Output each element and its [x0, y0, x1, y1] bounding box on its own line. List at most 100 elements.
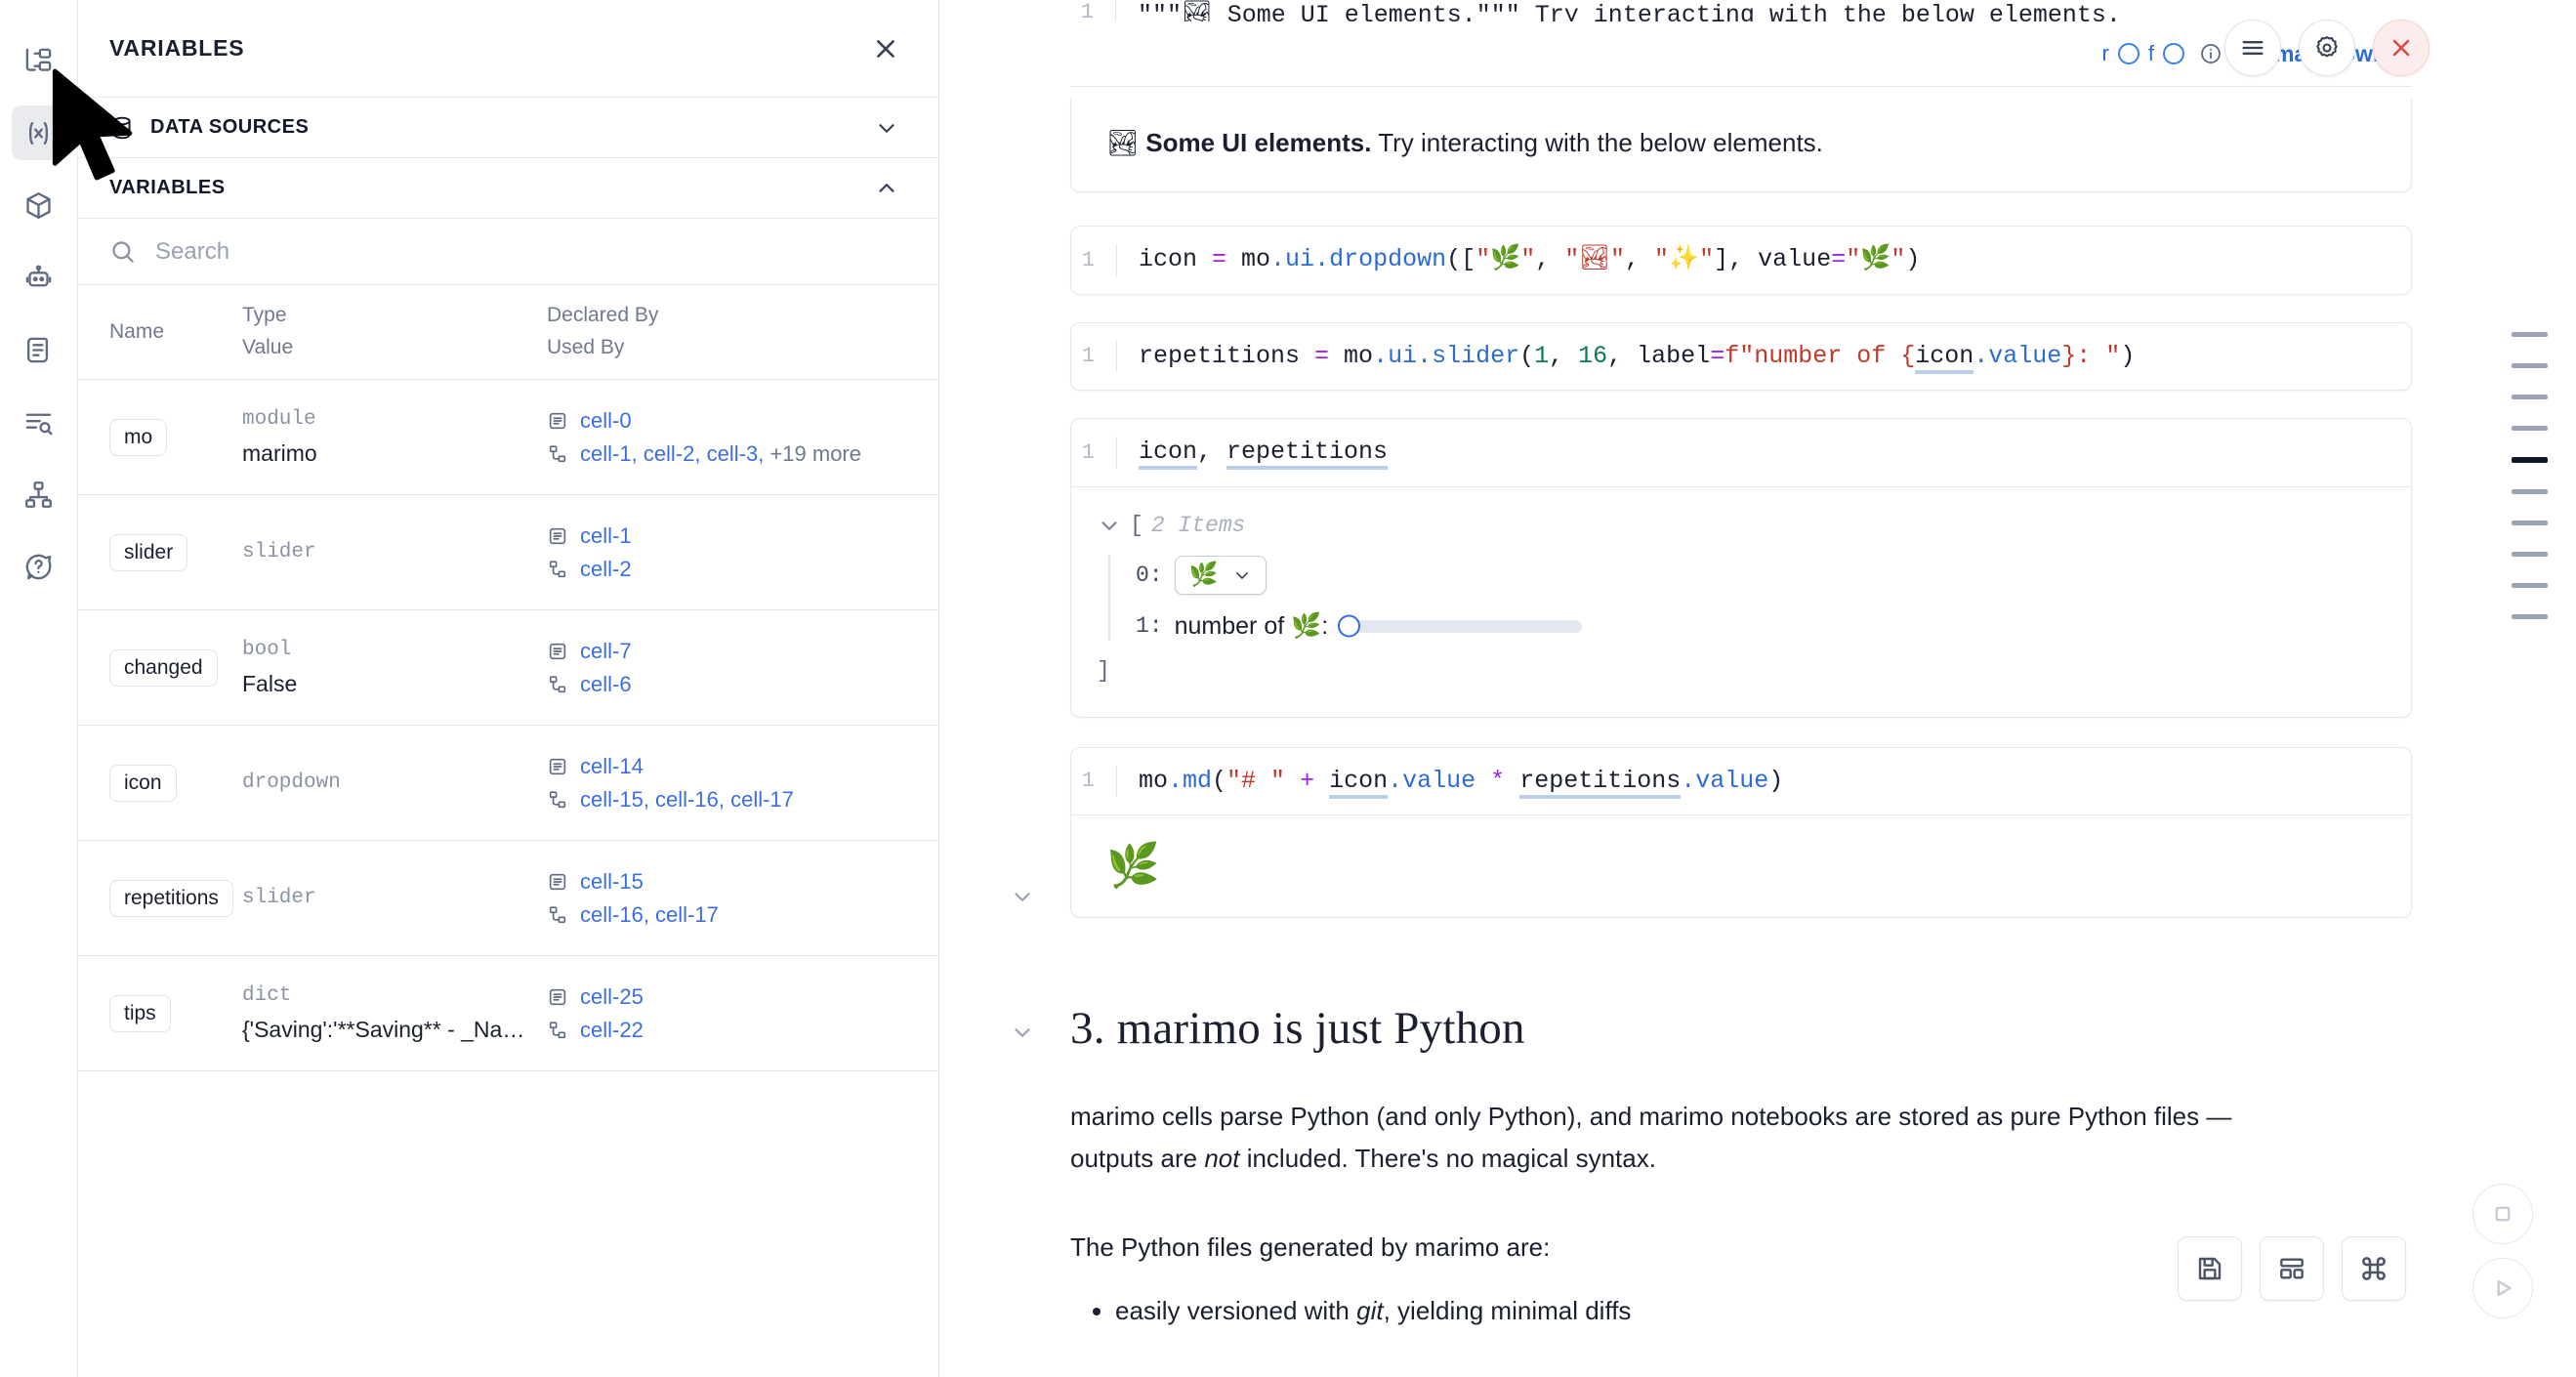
variable-name-badge[interactable]: slider: [109, 533, 188, 571]
layout-button[interactable]: [2260, 1236, 2324, 1301]
chevron-down-icon[interactable]: [874, 115, 899, 141]
cell-link[interactable]: cell-0: [580, 407, 632, 433]
code-text: icon = mo.ui.dropdown(["🌿", "🏞", "✨"], v…: [1116, 244, 2411, 276]
variable-name-badge[interactable]: mo: [109, 418, 168, 456]
chat-bot-icon[interactable]: [12, 250, 66, 305]
section-header-data-sources[interactable]: DATA SOURCES: [78, 98, 938, 158]
cell-markdown-source: 1 """🏞 Some UI elements.""" Try interact…: [1070, 0, 2412, 87]
variables-icon[interactable]: [11, 105, 66, 160]
gear-icon[interactable]: [2299, 20, 2355, 76]
cell-link[interactable]: cell-6: [580, 671, 632, 696]
section-paragraph-2: The Python files generated by marimo are…: [1070, 1231, 1551, 1262]
cell-link[interactable]: cell-7: [580, 638, 632, 663]
minimap-bar[interactable]: [2511, 521, 2548, 525]
variable-name-badge[interactable]: repetitions: [109, 879, 233, 917]
cell-link[interactable]: cell-25: [580, 983, 644, 1009]
code-text: """🏞 Some UI elements.""" Try interactin…: [1115, 0, 2412, 21]
cell-declared-used: cell-7 cell-6: [547, 635, 938, 701]
close-icon[interactable]: [2373, 20, 2430, 76]
chevron-down-icon[interactable]: [1097, 513, 1122, 538]
minimap-bar[interactable]: [2511, 614, 2548, 619]
dependency-graph-icon[interactable]: [12, 467, 66, 522]
minimap-bar[interactable]: [2511, 457, 2548, 463]
run-on-change-toggle[interactable]: r f: [2102, 41, 2223, 66]
cell-link[interactable]: cell-16: [655, 786, 719, 812]
variable-name-badge[interactable]: tips: [109, 994, 171, 1032]
outline-search-icon[interactable]: [12, 395, 66, 449]
variable-name-badge[interactable]: changed: [109, 648, 218, 687]
cell-slider-definition[interactable]: 1 repetitions = mo.ui.slider(1, 16, labe…: [1070, 321, 2412, 391]
cell-link[interactable]: cell-22: [580, 1017, 644, 1042]
md-output: 🌿: [1071, 815, 2411, 917]
cell-link[interactable]: cell-2: [580, 556, 632, 581]
hamburger-icon[interactable]: [2224, 20, 2281, 76]
used-by-line: cell-2: [547, 553, 923, 586]
used-by-more[interactable]: +19 more: [769, 440, 861, 466]
minimap-bar[interactable]: [2511, 583, 2548, 588]
cell-markdown-output: 🏞 Some UI elements. Try interacting with…: [1070, 99, 2412, 192]
used-by-icon: [547, 443, 568, 465]
markdown-rest-text: Try interacting with the below elements.: [1371, 128, 1823, 157]
cell-link[interactable]: cell-15: [580, 786, 644, 812]
chevron-up-icon[interactable]: [874, 176, 899, 201]
cell-link[interactable]: cell-1: [580, 440, 632, 466]
minimap[interactable]: [2482, 332, 2576, 619]
page-title: VARIABLES: [109, 35, 245, 61]
minimap-bar[interactable]: [2511, 552, 2548, 557]
packages-icon[interactable]: [12, 178, 66, 232]
search-input[interactable]: [155, 237, 907, 266]
minimap-bar[interactable]: [2511, 489, 2548, 494]
run-all-button[interactable]: [2472, 1258, 2533, 1318]
cell-name: icon: [78, 764, 242, 802]
section-marimo-is-just-python: 3. marimo is just Python marimo cells pa…: [1015, 1002, 2412, 1332]
code-line[interactable]: 1 mo.md("# " + icon.value * repetitions.…: [1071, 748, 2411, 815]
cell-name: changed: [78, 648, 242, 687]
cell-link[interactable]: cell-3: [706, 440, 759, 466]
help-icon[interactable]: [12, 539, 66, 594]
info-icon[interactable]: [2199, 42, 2223, 65]
code-line[interactable]: 1 icon = mo.ui.dropdown(["🌿", "🏞", "✨"],…: [1071, 227, 2411, 294]
cell-type-value: slider: [242, 883, 547, 915]
slider-input[interactable]: [1338, 614, 1583, 638]
col-value-label: Value: [242, 336, 294, 359]
documentation-icon[interactable]: [12, 322, 66, 377]
col-type-label: Type: [242, 304, 287, 326]
code-line[interactable]: 1 """🏞 Some UI elements.""" Try interact…: [1070, 0, 2412, 21]
list-summary[interactable]: [ 2 Items: [1097, 513, 2411, 538]
dropdown-input[interactable]: 🌿: [1174, 555, 1267, 595]
declared-by-line: cell-7: [547, 635, 923, 668]
code-text: repetitions = mo.ui.slider(1, 16, label=…: [1116, 340, 2411, 374]
f-toggle-circle[interactable]: [2162, 43, 2184, 64]
output-separator: [1071, 485, 2411, 487]
markdown-output: 🏞 Some UI elements. Try interacting with…: [1071, 99, 2411, 191]
section-header-variables[interactable]: VARIABLES: [78, 158, 938, 219]
cell-link[interactable]: cell-1: [580, 522, 632, 548]
interrupt-button[interactable]: [2472, 1184, 2533, 1244]
slider-thumb[interactable]: [1338, 614, 1361, 638]
command-palette-button[interactable]: [2342, 1236, 2406, 1301]
minimap-bar[interactable]: [2511, 363, 2548, 368]
cell-link[interactable]: cell-16: [580, 901, 644, 927]
minimap-bar[interactable]: [2511, 332, 2548, 337]
code-line[interactable]: 1 repetitions = mo.ui.slider(1, 16, labe…: [1071, 323, 2411, 391]
collapse-section-icon[interactable]: [1010, 1020, 1035, 1045]
cell-link[interactable]: cell-17: [655, 901, 719, 927]
cell-dropdown-definition[interactable]: 1 icon = mo.ui.dropdown(["🌿", "🏞", "✨"],…: [1070, 226, 2412, 295]
slider-track[interactable]: [1340, 619, 1583, 633]
cell-name: tips: [78, 994, 242, 1032]
cell-link[interactable]: cell-2: [643, 440, 695, 466]
code-line[interactable]: 1 icon, repetitions: [1071, 419, 2411, 486]
minimap-bar[interactable]: [2511, 395, 2548, 399]
cell-link[interactable]: cell-14: [580, 753, 644, 778]
cell-link[interactable]: cell-17: [730, 786, 794, 812]
file-explorer-icon[interactable]: [12, 33, 66, 88]
r-toggle-circle[interactable]: [2117, 43, 2140, 64]
save-button[interactable]: [2178, 1236, 2242, 1301]
variable-name-badge[interactable]: icon: [109, 764, 177, 802]
minimap-bar[interactable]: [2511, 426, 2548, 431]
close-icon[interactable]: [872, 35, 899, 63]
collapse-cell-icon[interactable]: [1010, 884, 1035, 909]
cell-link[interactable]: cell-15: [580, 868, 644, 894]
